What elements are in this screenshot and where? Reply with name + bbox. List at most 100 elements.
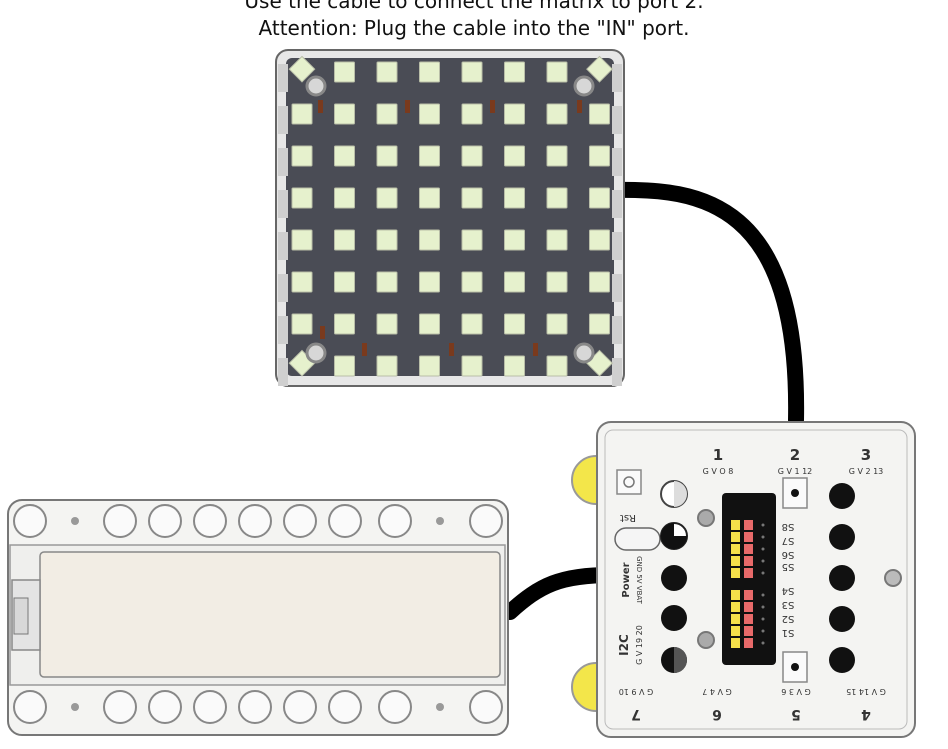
- i2c-label: I2C: [617, 634, 631, 656]
- ground-pin: [761, 641, 765, 645]
- power-sub: GND 5V VBAT: [635, 556, 643, 605]
- edge-peg: [612, 358, 622, 386]
- led: [461, 229, 483, 251]
- ground-pin: [761, 523, 765, 527]
- power-switch: [614, 527, 661, 551]
- led: [376, 187, 398, 209]
- led: [334, 61, 355, 83]
- servo-label: S1: [782, 627, 795, 638]
- resistor: [533, 343, 538, 356]
- beam-hole: [328, 690, 362, 724]
- edge-peg: [278, 358, 288, 386]
- ground-pin: [761, 559, 765, 563]
- servo-label: S4: [782, 585, 795, 596]
- port-1-sub: G V O 8: [703, 467, 734, 476]
- side-knob: [884, 569, 902, 587]
- led: [376, 103, 398, 125]
- led: [504, 187, 525, 209]
- led: [419, 229, 440, 251]
- resistor: [449, 343, 454, 356]
- led: [376, 61, 398, 83]
- mount-hole: [573, 75, 595, 97]
- resistor: [577, 100, 582, 113]
- led: [461, 187, 483, 209]
- port-5-number: 5: [791, 706, 801, 722]
- led: [376, 271, 398, 293]
- power-pin: [744, 614, 753, 624]
- led: [291, 229, 313, 251]
- edge-peg: [278, 64, 288, 92]
- edge-peg: [278, 232, 288, 260]
- signal-pin: [731, 568, 740, 578]
- led: [589, 103, 610, 125]
- rivet: [436, 517, 444, 525]
- edge-peg: [612, 316, 622, 344]
- edge-peg: [278, 106, 288, 134]
- led: [461, 313, 483, 335]
- led: [291, 271, 313, 293]
- signal-pin: [731, 638, 740, 648]
- port-socket: [829, 606, 855, 632]
- edge-peg: [612, 64, 622, 92]
- led: [546, 61, 568, 83]
- power-pin: [744, 520, 753, 530]
- ground-pin: [761, 535, 765, 539]
- led: [461, 271, 483, 293]
- ground-pin: [761, 571, 765, 575]
- edge-peg: [278, 316, 288, 344]
- port-3-number: 3: [861, 446, 871, 464]
- led: [589, 229, 610, 251]
- led: [376, 355, 398, 377]
- led: [546, 313, 568, 335]
- led: [334, 145, 355, 167]
- led: [288, 55, 316, 83]
- led: [291, 187, 313, 209]
- beam-hole: [148, 690, 182, 724]
- caption: Attention: Plug the cable into the "IN" …: [258, 16, 690, 40]
- beam-hole: [283, 504, 317, 538]
- port-1-number: 1: [713, 446, 723, 464]
- led: [504, 271, 525, 293]
- port-4-number: 4: [861, 706, 871, 722]
- beam-hole: [238, 690, 272, 724]
- battery-holder: [7, 499, 509, 736]
- cable-matrix-to-controller: [604, 181, 805, 428]
- led: [546, 187, 568, 209]
- port-7-number: 7: [631, 706, 641, 722]
- led: [589, 145, 610, 167]
- caption-top: Use the cable to connect the matrix to p…: [244, 0, 704, 13]
- beam-hole: [469, 690, 503, 724]
- edge-peg: [612, 274, 622, 302]
- led: [461, 145, 483, 167]
- signal-pin: [731, 556, 740, 566]
- rivet: [71, 703, 79, 711]
- beam-hole: [13, 690, 47, 724]
- ground-pin: [761, 593, 765, 597]
- port-socket: [661, 565, 687, 591]
- power-pin: [744, 602, 753, 612]
- beam-hole: [469, 504, 503, 538]
- resistor: [362, 343, 367, 356]
- port-socket: [829, 524, 855, 550]
- led: [419, 271, 440, 293]
- led: [589, 313, 610, 335]
- led: [291, 103, 313, 125]
- power-pin: [744, 626, 753, 636]
- led: [504, 103, 525, 125]
- servo-label: S8: [782, 521, 795, 532]
- resistor: [320, 326, 325, 339]
- port-socket: [829, 565, 855, 591]
- signal-pin: [731, 544, 740, 554]
- signal-pin: [731, 602, 740, 612]
- edge-peg: [278, 274, 288, 302]
- led: [546, 229, 568, 251]
- led: [376, 313, 398, 335]
- beam-hole: [103, 504, 137, 538]
- edge-peg: [278, 148, 288, 176]
- led: [461, 355, 483, 377]
- beam-hole: [193, 504, 227, 538]
- port-7-sub: G V 9 10: [619, 687, 654, 696]
- port-2-number: 2: [790, 446, 800, 464]
- ground-pin: [761, 605, 765, 609]
- led: [334, 229, 355, 251]
